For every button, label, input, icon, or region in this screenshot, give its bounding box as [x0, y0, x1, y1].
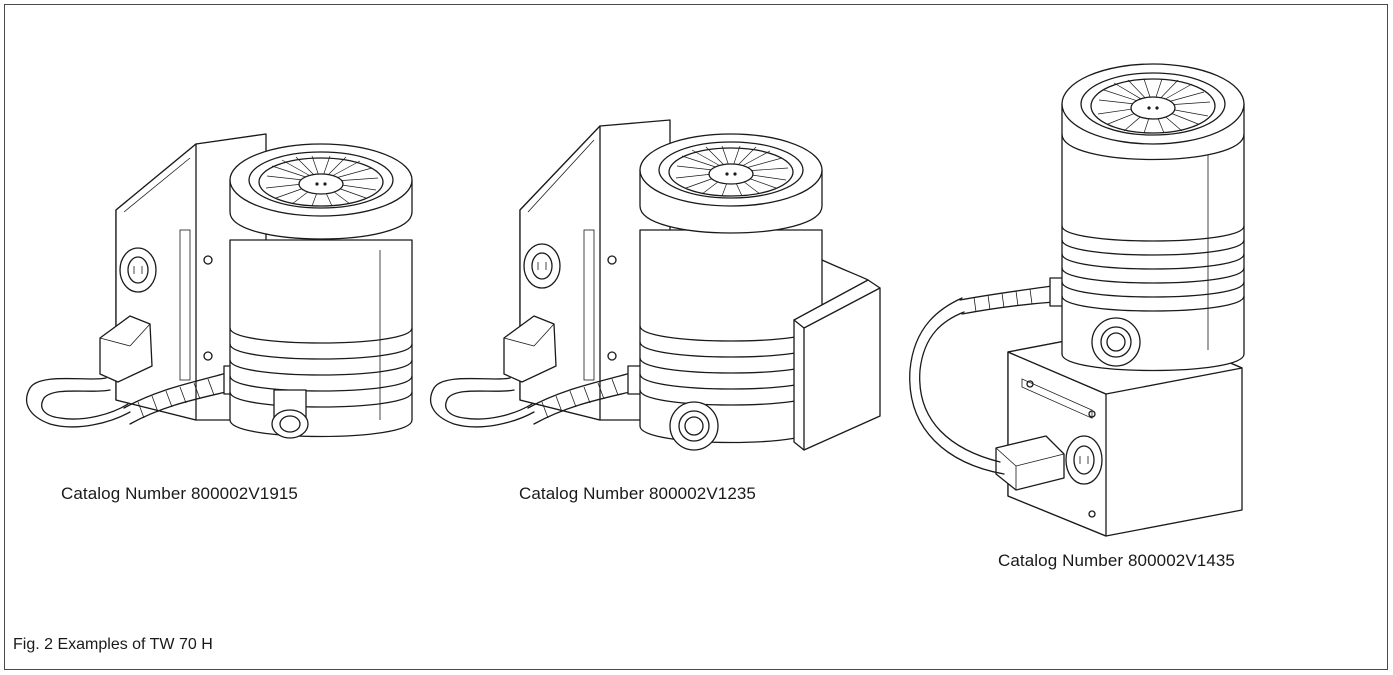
pump-body [1061, 133, 1245, 372]
pump-illustration-1435 [909, 63, 1245, 537]
caption-1435: Catalog Number 800002V1435 [998, 551, 1235, 570]
cable-connector-icon [430, 315, 557, 428]
exhaust-port-icon [1091, 317, 1141, 367]
caption-1915: Catalog Number 800002V1915 [61, 484, 298, 503]
cable-connector-icon [26, 315, 153, 428]
pump-illustration-1235 [430, 119, 881, 451]
exhaust-port-icon [271, 389, 309, 439]
inlet-flange-icon [229, 143, 413, 240]
pump-body [229, 239, 413, 438]
round-connector-icon [1065, 435, 1103, 485]
pump-illustration-1915 [26, 133, 413, 439]
figure-title: Fig. 2 Examples of TW 70 H [13, 636, 213, 653]
caption-1235: Catalog Number 800002V1235 [519, 484, 756, 503]
side-shield-icon [793, 259, 881, 451]
inlet-flange-icon [639, 133, 823, 234]
inlet-flange-icon [1061, 63, 1245, 161]
exhaust-port-icon [669, 401, 719, 451]
round-connector-icon [523, 243, 561, 289]
round-connector-icon [119, 247, 157, 293]
cable-connector-icon [995, 435, 1065, 491]
